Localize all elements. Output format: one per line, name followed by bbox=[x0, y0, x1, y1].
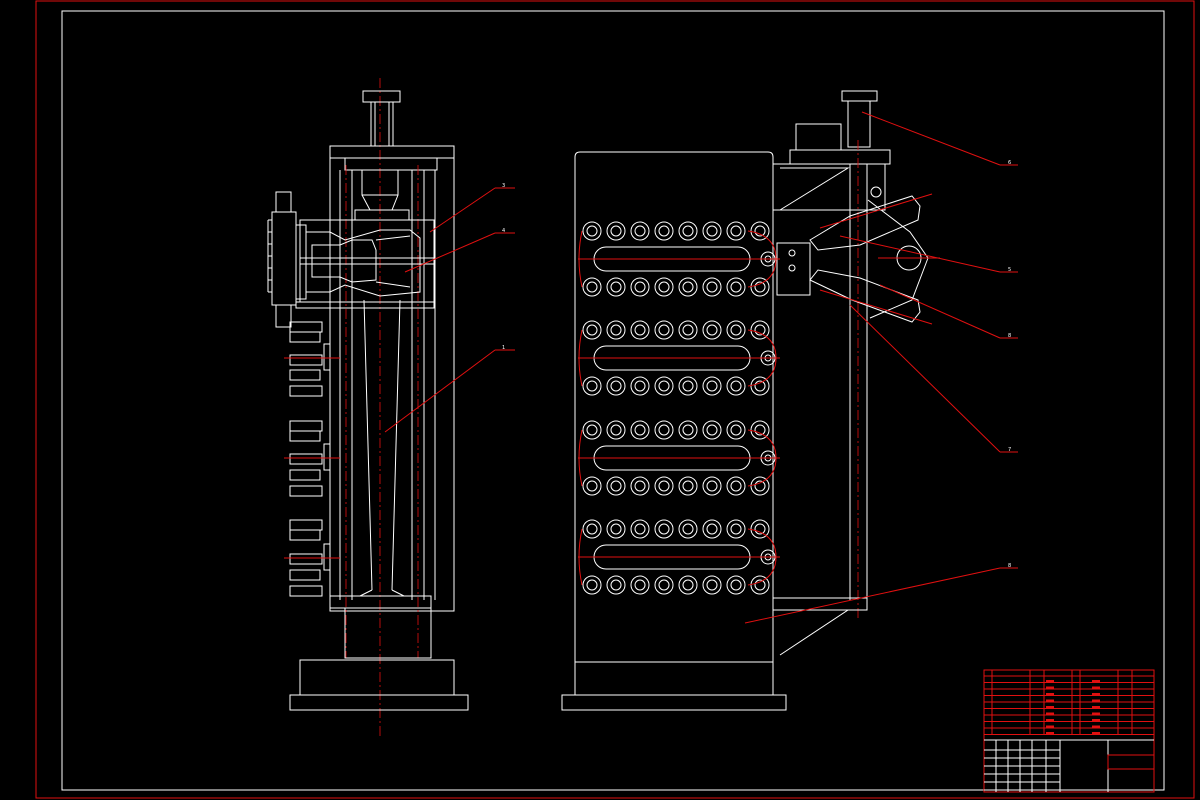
callout-1: 1 bbox=[502, 345, 505, 351]
right-view: 6 5 8 7 8 bbox=[561, 90, 1018, 711]
callout-6: 6 bbox=[1008, 160, 1011, 166]
sheet-inner-border bbox=[61, 10, 1165, 791]
callout-8a: 8 bbox=[1008, 333, 1011, 339]
callout-5: 5 bbox=[1008, 267, 1011, 273]
callout-3: 3 bbox=[502, 183, 505, 189]
callout-4: 4 bbox=[502, 228, 505, 234]
coil-row bbox=[578, 519, 780, 595]
callout-7: 7 bbox=[1008, 447, 1011, 453]
coil-row bbox=[578, 221, 780, 297]
sheet-outer-border bbox=[35, 0, 1195, 799]
left-view: 3 4 1 bbox=[267, 78, 515, 736]
title-block bbox=[983, 669, 1155, 793]
callout-8b: 8 bbox=[1008, 563, 1011, 569]
heating-coil-rows bbox=[578, 221, 780, 595]
coil-row bbox=[578, 420, 780, 496]
coil-row bbox=[578, 320, 780, 396]
